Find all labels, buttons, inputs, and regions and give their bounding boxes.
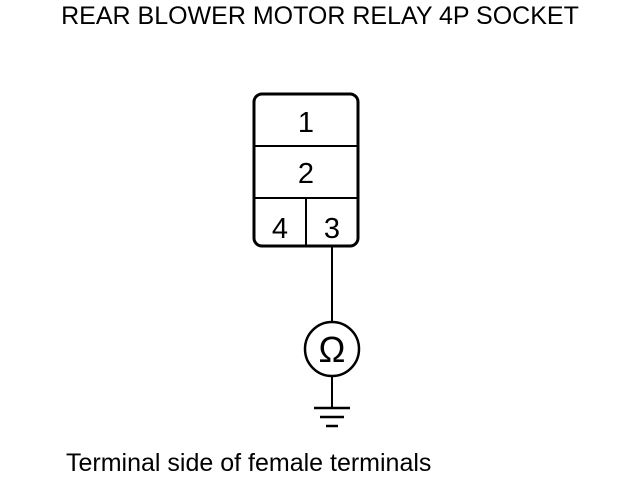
terminal-1-label: 1 [298, 107, 314, 139]
ground-icon [314, 406, 350, 428]
terminal-2-label: 2 [298, 158, 314, 190]
ohmmeter-icon: Ω [303, 320, 361, 378]
terminal-4-label: 4 [272, 213, 288, 245]
diagram-caption: Terminal side of female terminals [66, 449, 432, 477]
terminal-3-label: 3 [324, 213, 340, 245]
ohm-symbol: Ω [319, 329, 346, 370]
diagram-title: REAR BLOWER MOTOR RELAY 4P SOCKET [61, 2, 579, 30]
